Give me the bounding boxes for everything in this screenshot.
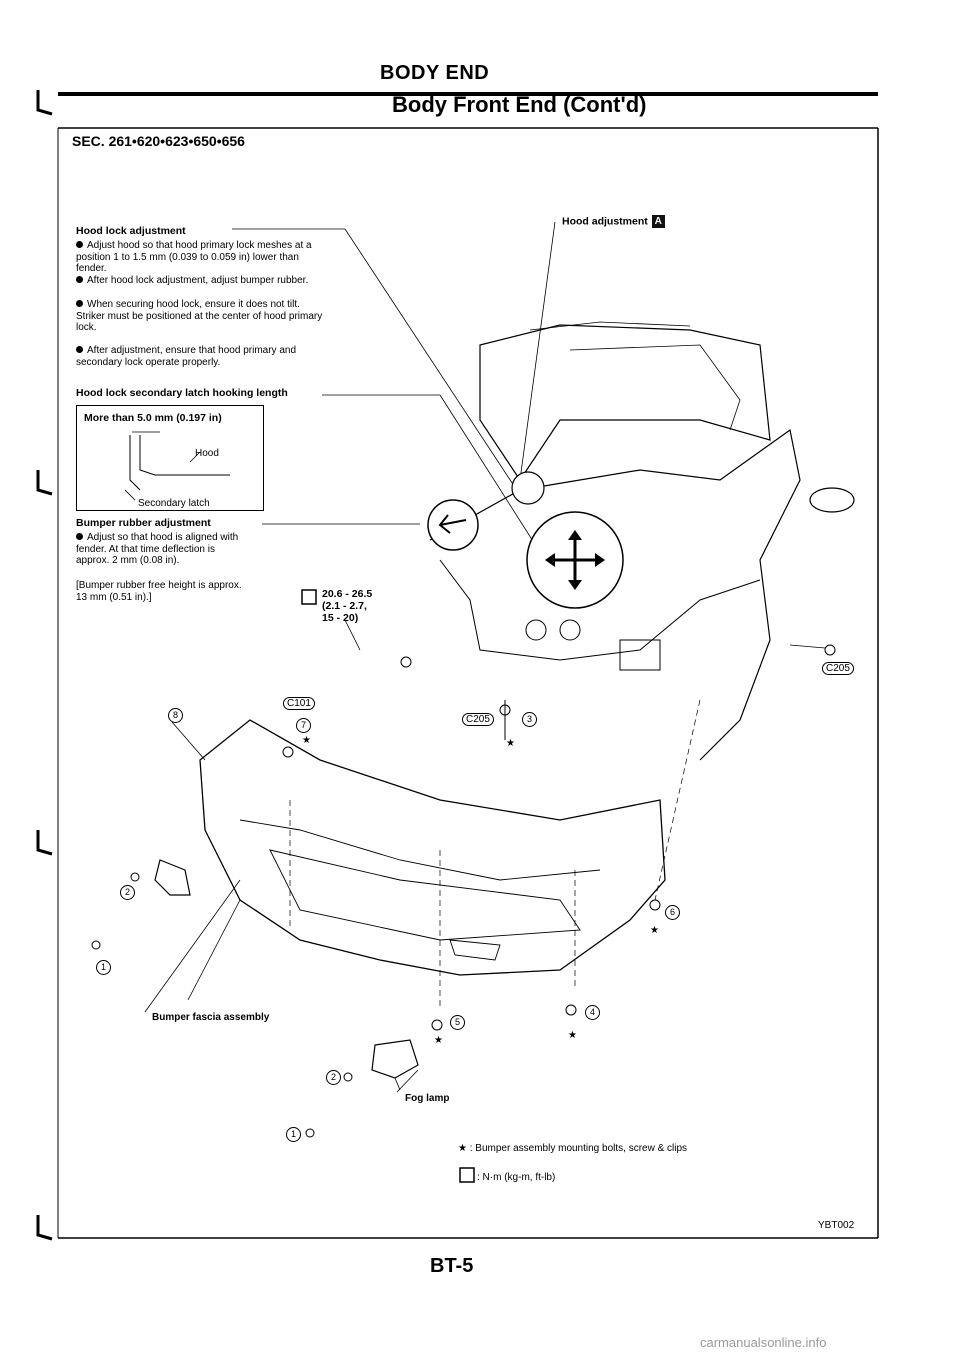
hood-lock-bullet-2: After hood lock adjustment, adjust bumpe… bbox=[76, 275, 326, 287]
latch-secondary-label: Secondary latch bbox=[138, 498, 210, 509]
section-title: BODY END bbox=[380, 62, 490, 84]
star-marker: ★ bbox=[650, 925, 659, 936]
legend-torque-unit: : N·m (kg-m, ft-lb) bbox=[477, 1172, 556, 1183]
connector-c101: C101 bbox=[283, 697, 315, 710]
torque-spec: 20.6 - 26.5 (2.1 - 2.7, 15 - 20) bbox=[322, 588, 373, 624]
latch-box-title: More than 5.0 mm (0.197 in) bbox=[84, 412, 222, 424]
page-title: Body Front End (Cont'd) bbox=[392, 92, 647, 117]
bumper-fascia-label: Bumper fascia assembly bbox=[152, 1012, 270, 1023]
bullet-icon bbox=[76, 241, 83, 248]
callout-7: 7 bbox=[296, 718, 311, 733]
callout-2-bottom: 2 bbox=[326, 1070, 341, 1085]
legend-star: ★ : Bumper assembly mounting bolts, scre… bbox=[458, 1143, 688, 1154]
callout-2-left: 2 bbox=[120, 885, 135, 900]
callout-5: 5 bbox=[450, 1015, 465, 1030]
page-number: BT-5 bbox=[430, 1255, 474, 1277]
callout-4: 4 bbox=[585, 1005, 600, 1020]
latch-hood-label: Hood bbox=[195, 448, 219, 459]
callout-8: 8 bbox=[168, 708, 183, 723]
callout-6: 6 bbox=[665, 905, 680, 920]
badge-a: A bbox=[651, 215, 665, 228]
connector-c205-right: C205 bbox=[822, 662, 854, 675]
callout-1-left: 1 bbox=[96, 960, 111, 975]
latch-detail-box bbox=[76, 405, 264, 511]
star-marker: ★ bbox=[302, 735, 311, 746]
bumper-rubber-title: Bumper rubber adjustment bbox=[76, 517, 211, 529]
connector-c205-center: C205 bbox=[462, 713, 494, 726]
header-rule bbox=[58, 92, 878, 96]
hood-lock-bullet-1: Adjust hood so that hood primary lock me… bbox=[76, 240, 312, 274]
bullet-icon bbox=[76, 533, 83, 540]
latch-length-title: Hood lock secondary latch hooking length bbox=[76, 387, 288, 399]
fog-lamp-label: Fog lamp bbox=[405, 1093, 450, 1104]
bumper-rubber-bullet: Adjust so that hood is aligned with fend… bbox=[76, 532, 239, 566]
star-marker: ★ bbox=[568, 1030, 577, 1041]
bullet-icon bbox=[76, 300, 83, 307]
section-reference: SEC. 261•620•623•650•656 bbox=[72, 133, 245, 149]
hood-lock-bullet-3: When securing hood lock, ensure it does … bbox=[76, 299, 323, 333]
star-marker: ★ bbox=[506, 738, 515, 749]
bumper-rubber-note: [Bumper rubber free height is approx. 13… bbox=[76, 580, 242, 603]
hood-lock-bullet-4: After adjustment, ensure that hood prima… bbox=[76, 345, 297, 368]
callout-3: 3 bbox=[522, 712, 537, 727]
watermark: carmanualsonline.info bbox=[700, 1335, 827, 1350]
bullet-icon bbox=[76, 346, 83, 353]
hood-lock-title: Hood lock adjustment bbox=[76, 225, 186, 237]
callout-1-bottom: 1 bbox=[286, 1127, 301, 1142]
star-marker: ★ bbox=[434, 1035, 443, 1046]
figure-code: YBT002 bbox=[818, 1220, 855, 1231]
bullet-icon bbox=[76, 276, 83, 283]
